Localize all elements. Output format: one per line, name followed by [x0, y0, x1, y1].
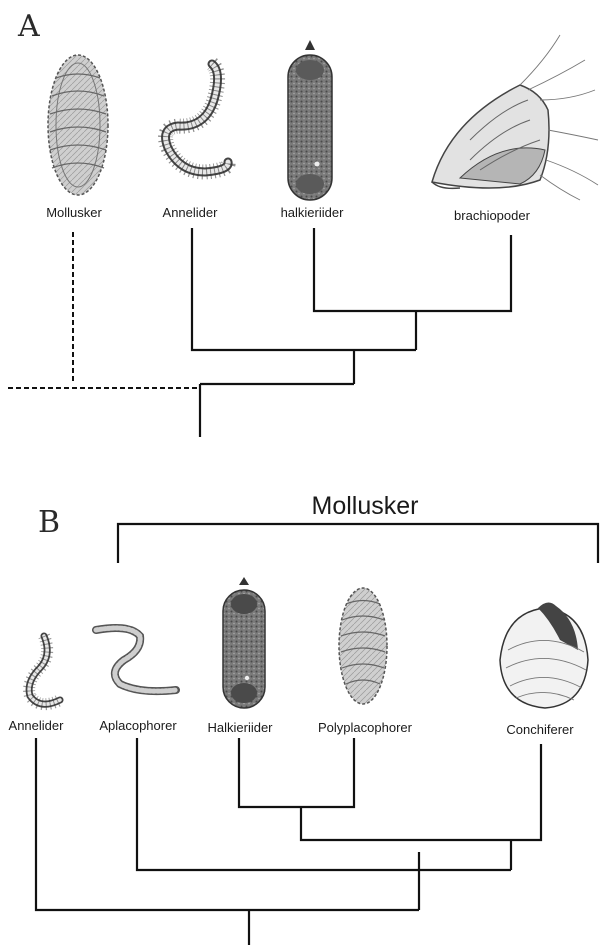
taxon-label-mollusker: Mollusker	[46, 205, 102, 220]
cladogram-b	[36, 738, 541, 945]
annelid-worm-icon	[166, 64, 229, 172]
taxon-label-brachiopoder: brachiopoder	[454, 208, 531, 223]
taxon-label-conchiferer: Conchiferer	[506, 722, 574, 737]
taxon-label-halkieriider: halkieriider	[281, 205, 345, 220]
halkieriid-icon	[288, 40, 332, 200]
taxon-label-polyplacophorer: Polyplacophorer	[318, 720, 413, 735]
mollusker-bracket	[118, 524, 598, 563]
brachiopod-icon	[432, 35, 598, 200]
group-label-mollusker: Mollusker	[312, 492, 419, 520]
conch-shell-icon	[500, 602, 588, 708]
panel-a: A Mollusker	[8, 9, 598, 437]
chiton-icon	[339, 588, 387, 704]
cladogram-a	[8, 228, 511, 437]
taxon-label-halkieriider: Halkieriider	[207, 720, 273, 735]
taxon-label-annelider: Annelider	[9, 718, 65, 733]
annelid-worm-icon	[29, 636, 60, 704]
taxon-label-annelider: Annelider	[163, 205, 219, 220]
halkieriid-icon	[223, 577, 265, 708]
aplacophoran-icon	[96, 628, 176, 691]
panel-b: B Mollusker	[9, 492, 598, 945]
panel-a-letter: A	[17, 9, 40, 44]
panel-b-letter: B	[38, 505, 60, 540]
taxon-label-aplacophorer: Aplacophorer	[99, 718, 177, 733]
chiton-icon	[48, 55, 108, 195]
